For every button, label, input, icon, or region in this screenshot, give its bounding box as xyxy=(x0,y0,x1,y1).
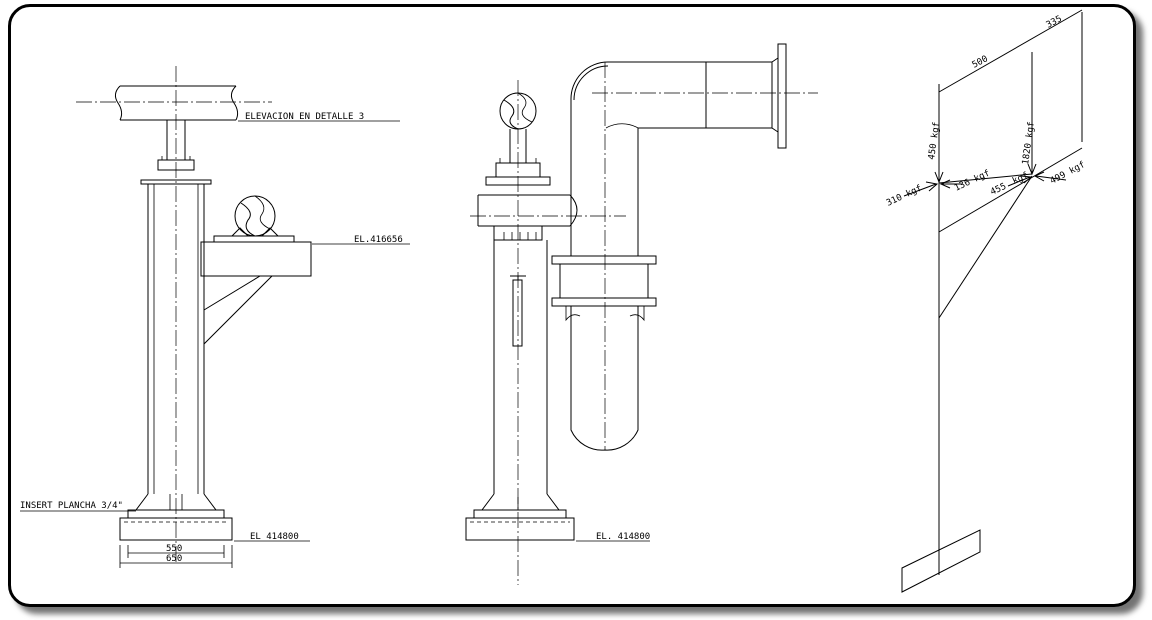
view-elevation-left xyxy=(20,66,410,568)
dim-455: 455 xyxy=(989,182,1008,198)
label-el-base-middle: EL. 414800 xyxy=(596,532,650,542)
load-136-kgf: 136 kgf xyxy=(953,169,992,194)
dim-550: 550 xyxy=(166,544,182,554)
label-insert-plancha: INSERT PLANCHA 3/4" xyxy=(20,501,123,511)
label-el-base-left: EL 414800 xyxy=(250,532,299,542)
load-450-kgf: 450 kgf xyxy=(927,121,942,160)
dim-650: 650 xyxy=(166,554,182,564)
load-1820-kgf: 1820 kgf xyxy=(1021,121,1037,165)
view-elevation-middle xyxy=(465,43,818,585)
load-310-kgf: 310 kgf xyxy=(885,184,924,209)
label-elevacion-detalle: ELEVACION EN DETALLE 3 xyxy=(245,112,364,122)
view-load-diagram xyxy=(901,9,1083,593)
label-el-top: EL.416656 xyxy=(354,235,403,245)
dim-335: 335 xyxy=(1045,14,1064,30)
